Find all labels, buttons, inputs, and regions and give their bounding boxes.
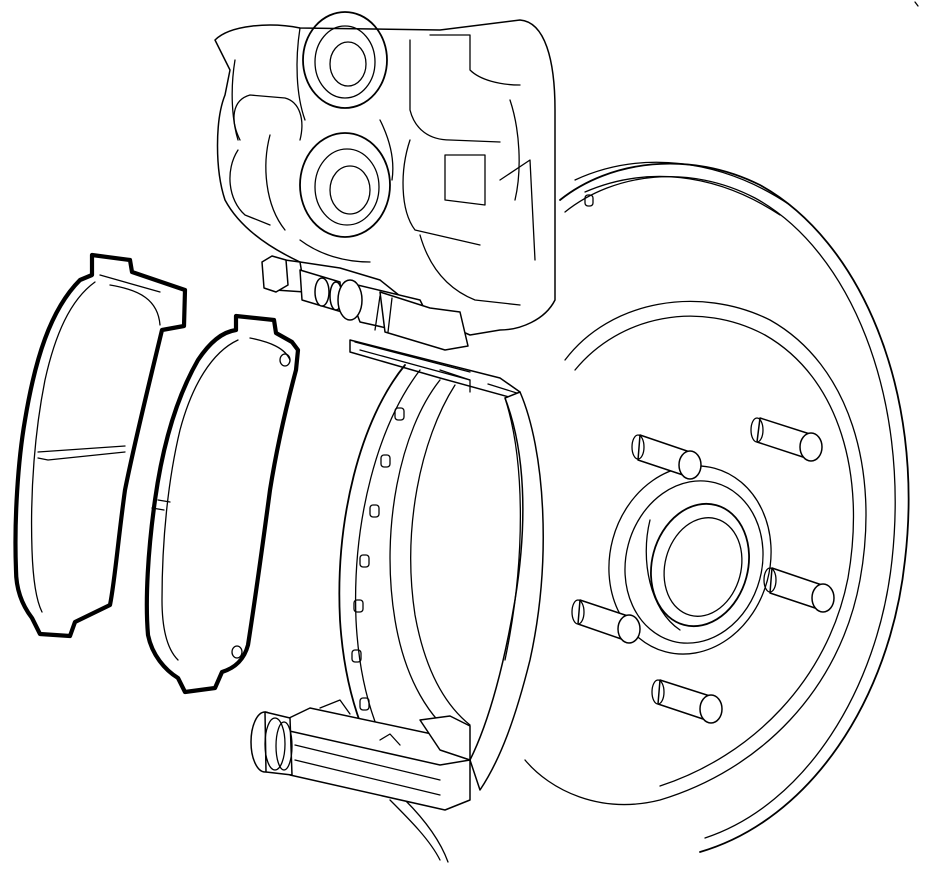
caliper-housing-icon (214, 11, 556, 336)
wheel-stud-5-icon (651, 679, 723, 724)
outer-brake-pad-icon (13, 252, 188, 639)
guide-pin-lower-icon (250, 711, 293, 776)
guide-pin-upper-icon (261, 255, 471, 381)
caliper-bracket-icon (284, 339, 544, 811)
wheel-stud-3-icon (763, 567, 835, 613)
inner-brake-pad-icon (144, 313, 301, 695)
wheel-stud-2-icon (750, 417, 823, 462)
brake-rotor-icon (351, 161, 910, 863)
wheel-stud-4-icon (571, 599, 641, 644)
wheel-stud-1-icon (631, 434, 702, 480)
rotor-vent-holes (351, 194, 594, 711)
wheel-hub-icon (571, 417, 835, 724)
corner-mark (914, 1, 919, 7)
